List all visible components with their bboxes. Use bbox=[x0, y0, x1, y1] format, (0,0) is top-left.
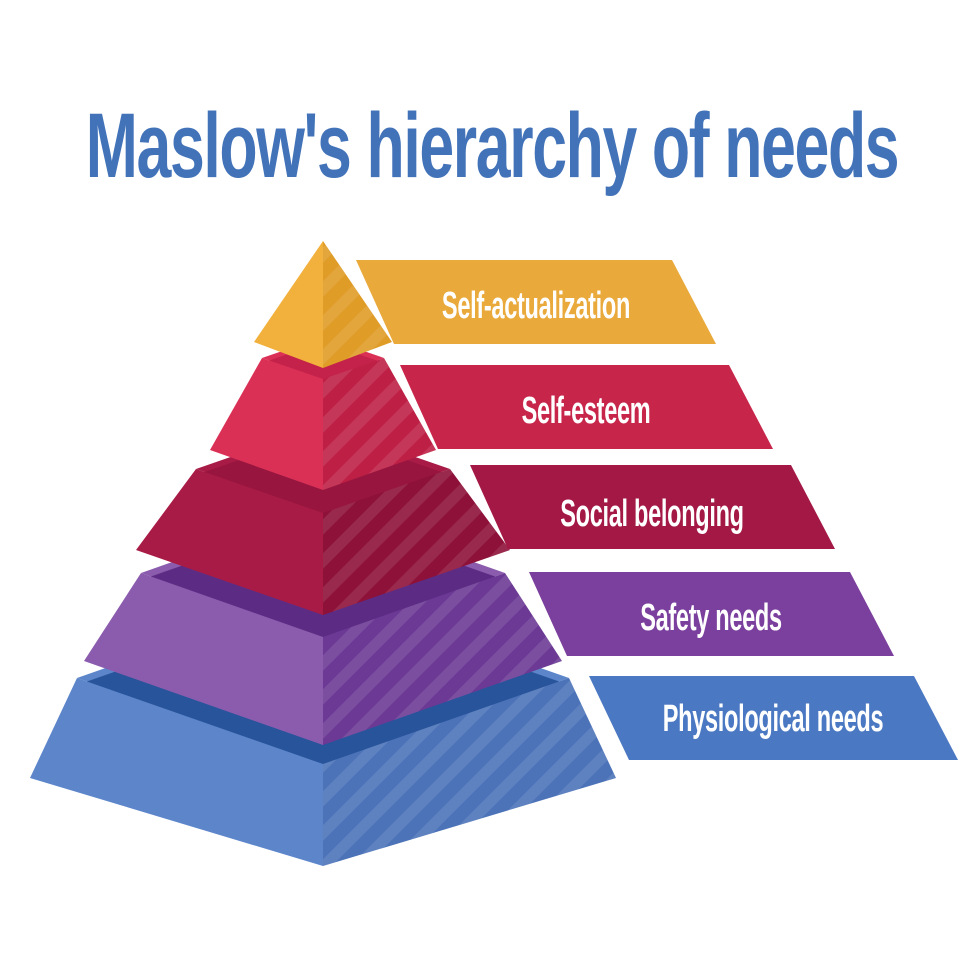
layer-social-left-face bbox=[136, 469, 323, 615]
pyramid-layer-actualization bbox=[254, 241, 392, 368]
layer-actualization-left-face bbox=[254, 241, 323, 368]
layer-actualization-right-face-stripes bbox=[323, 241, 392, 368]
band-label-safety-needs: Safety needs bbox=[640, 595, 782, 638]
layer-safety-right-face-stripes bbox=[323, 573, 562, 745]
layer-physiological-left-face bbox=[30, 678, 323, 866]
band-label-physiological-needs: Physiological needs bbox=[663, 696, 884, 739]
label-bands: Self-actualization Self-esteem Social be… bbox=[356, 260, 958, 760]
layer-safety-left-face bbox=[84, 573, 323, 745]
band-self-esteem bbox=[400, 365, 773, 449]
band-safety-needs bbox=[529, 572, 894, 656]
layer-physiological-right-face-stripes bbox=[323, 678, 616, 866]
band-label-self-actualization: Self-actualization bbox=[442, 283, 630, 326]
band-label-self-esteem: Self-esteem bbox=[522, 388, 651, 431]
band-physiological-needs bbox=[589, 676, 958, 760]
band-self-actualization bbox=[356, 260, 716, 344]
layer-social-right-face-stripes bbox=[323, 469, 510, 615]
band-label-social-belonging: Social belonging bbox=[560, 491, 744, 534]
layer-esteem-right-face-stripes bbox=[323, 358, 436, 490]
layer-esteem-left-face bbox=[210, 358, 323, 490]
band-social-belonging bbox=[470, 465, 835, 549]
page-title: Maslow's hierarchy of needs bbox=[86, 94, 898, 197]
